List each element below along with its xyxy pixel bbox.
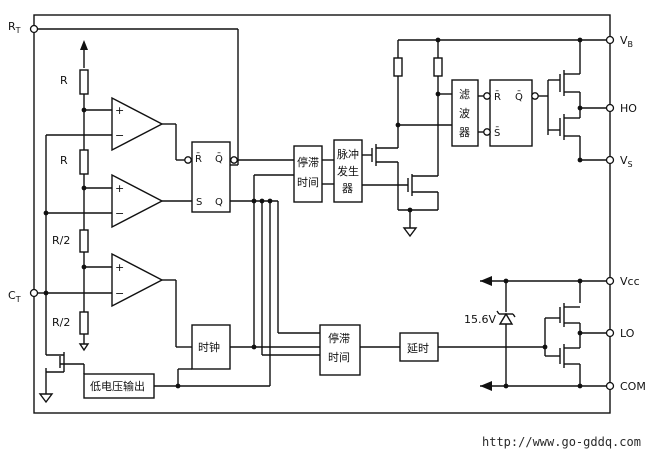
clock-block bbox=[191, 324, 231, 370]
pin-lo-label: LO bbox=[620, 327, 635, 340]
pin-vs bbox=[605, 155, 615, 165]
comp3-plus: + bbox=[115, 261, 124, 274]
resistor-r2-label: R bbox=[60, 154, 68, 167]
pulse-gen-line3: 器 bbox=[342, 182, 353, 195]
filter-block bbox=[451, 79, 479, 147]
pin-ct-label: CT bbox=[8, 289, 21, 304]
pin-vcc-label: Vcc bbox=[620, 275, 640, 288]
comparator-1 bbox=[81, 96, 164, 152]
level-shift-transistors bbox=[371, 37, 583, 238]
deadtime-top-block bbox=[293, 145, 323, 203]
deadtime-bot-line1: 停滞 bbox=[328, 331, 350, 345]
pin-lo bbox=[605, 328, 615, 338]
ground-arrow-divider bbox=[78, 343, 90, 352]
filter-line1: 滤 bbox=[459, 88, 470, 101]
pulse-gen-line1: 脉冲 bbox=[337, 147, 359, 161]
delay-block bbox=[399, 332, 439, 362]
pin-ho-label: HO bbox=[620, 102, 637, 115]
watermark-url: http://www.go-gddq.com bbox=[482, 435, 641, 449]
resistor-r4 bbox=[79, 311, 89, 335]
deadtime-top-line1: 停滞 bbox=[297, 155, 319, 169]
lowside-output-stage bbox=[542, 278, 583, 389]
pulse-gen-line2: 发生 bbox=[337, 164, 359, 178]
pin-vb bbox=[605, 35, 615, 45]
pin-rt bbox=[29, 24, 39, 34]
discharge-transistor bbox=[38, 352, 85, 404]
pin-ho bbox=[605, 103, 615, 113]
clock-label: 时钟 bbox=[198, 340, 220, 354]
pin-rt-label: RT bbox=[8, 20, 21, 35]
resistor-r2 bbox=[79, 149, 89, 175]
comp1-minus: − bbox=[115, 129, 124, 142]
resistor-divider bbox=[78, 40, 90, 352]
resistor-r1-label: R bbox=[60, 74, 68, 87]
resistor-r4-label: R/2 bbox=[52, 316, 70, 329]
deadtime-bot-line2: 时间 bbox=[328, 351, 350, 364]
ff1-qbar: Q̄ bbox=[215, 152, 223, 165]
filter-line2: 波 bbox=[459, 107, 470, 120]
ff2-sbar: S̄ bbox=[494, 126, 500, 139]
undervoltage-label: 低电压输出 bbox=[90, 379, 145, 393]
comparator-3 bbox=[81, 252, 164, 308]
zener-voltage-label: 15.6V bbox=[464, 313, 496, 326]
pin-com-label: COM bbox=[620, 380, 646, 393]
ff1-q: Q bbox=[215, 197, 223, 208]
deadtime-bottom-block bbox=[319, 324, 361, 376]
flipflop-2 bbox=[489, 79, 533, 147]
pin-ct bbox=[29, 288, 39, 298]
deadtime-top-line2: 时间 bbox=[297, 176, 319, 189]
zener-diode bbox=[496, 281, 516, 386]
undervoltage-block bbox=[83, 373, 155, 399]
comp3-minus: − bbox=[115, 287, 124, 300]
comp2-minus: − bbox=[115, 207, 124, 220]
pin-com bbox=[605, 381, 615, 391]
resistor-r1 bbox=[79, 69, 89, 95]
comp2-plus: + bbox=[115, 182, 124, 195]
ff2-rbar: R̄ bbox=[494, 90, 501, 103]
ff1-rbar: R̄ bbox=[195, 152, 202, 165]
ff2-qbar: Q̄ bbox=[515, 90, 523, 103]
pin-vb-label: VB bbox=[620, 34, 633, 49]
resistor-r3-label: R/2 bbox=[52, 234, 70, 247]
flipflop-1 bbox=[191, 141, 231, 213]
ff1-s: S bbox=[196, 197, 202, 208]
delay-label: 延时 bbox=[407, 342, 429, 355]
pin-vcc bbox=[605, 276, 615, 286]
pin-vs-label: VS bbox=[620, 154, 633, 169]
resistor-r3 bbox=[79, 229, 89, 253]
comparator-2 bbox=[81, 173, 164, 229]
pulse-generator-block bbox=[333, 139, 363, 203]
chip-outline bbox=[33, 14, 611, 414]
filter-line3: 器 bbox=[459, 126, 470, 139]
highside-output-stage bbox=[548, 40, 583, 163]
comp1-plus: + bbox=[115, 104, 124, 117]
